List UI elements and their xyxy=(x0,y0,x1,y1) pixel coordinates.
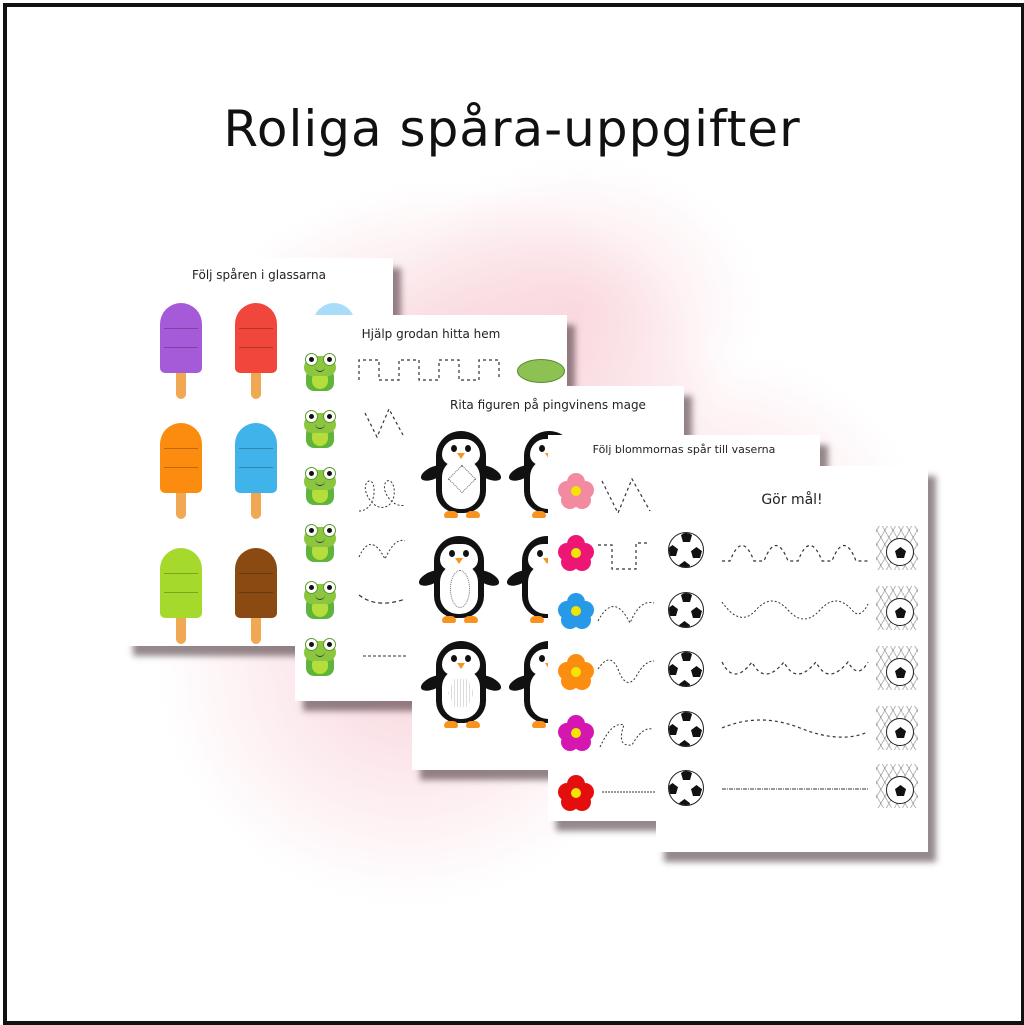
straight-trace-path xyxy=(722,788,868,790)
frog-icon xyxy=(303,410,337,448)
worksheet-title: Följ blommornas spår till vaserna xyxy=(592,443,776,456)
square-wave-trace-path xyxy=(598,542,648,570)
soccer-ball-icon xyxy=(668,532,704,568)
goal-ball-icon xyxy=(886,538,914,566)
magenta-flower-icon xyxy=(558,535,594,571)
soccer-ball-icon xyxy=(668,770,704,806)
frog-icon xyxy=(303,581,337,619)
arches-trace-path xyxy=(358,539,406,561)
straight-trace-path xyxy=(602,791,656,793)
humps-trace-path xyxy=(722,544,868,562)
penguin-icon xyxy=(416,536,502,626)
orange-popsicle-icon xyxy=(160,423,202,519)
page-title: Roliga spåra-uppgifter xyxy=(223,100,801,158)
scallops-trace-path xyxy=(721,660,869,675)
square-wave-trace-path xyxy=(358,359,500,381)
worksheet-title: Gör mål! xyxy=(761,492,823,508)
gentle-curve-trace-path xyxy=(721,719,869,738)
frog-icon xyxy=(303,524,337,562)
goal-ball-icon xyxy=(886,598,914,626)
lime-popsicle-icon xyxy=(160,548,202,644)
worksheet-title: Följ spåren i glassarna xyxy=(192,268,326,282)
brown-popsicle-icon xyxy=(235,548,277,644)
frog-icon xyxy=(303,638,337,676)
frog-icon xyxy=(303,353,337,391)
red-popsicle-icon xyxy=(235,303,277,399)
purple-popsicle-icon xyxy=(160,303,202,399)
wave-loop-trace-path xyxy=(599,723,653,748)
blue-flower-icon xyxy=(558,593,594,629)
worksheet-title: Rita figuren på pingvinens mage xyxy=(450,398,646,412)
s-curve-trace-path xyxy=(597,659,655,683)
blue-popsicle-icon xyxy=(235,423,277,519)
soccer-ball-icon xyxy=(668,592,704,628)
worksheet-soccer: Gör mål! xyxy=(656,466,928,852)
worksheet-title: Hjälp grodan hitta hem xyxy=(361,327,501,341)
wave-trace-path xyxy=(721,600,869,620)
frog-icon xyxy=(303,467,337,505)
red-flower-icon xyxy=(558,775,594,811)
zigzag-trace-path xyxy=(601,477,651,515)
oval-shape xyxy=(450,570,470,608)
hexagon-shape xyxy=(448,679,474,707)
goal-ball-icon xyxy=(886,658,914,686)
soccer-ball-icon xyxy=(668,711,704,747)
penguin-icon xyxy=(418,641,504,731)
straight-trace-path xyxy=(363,655,407,657)
goal-ball-icon xyxy=(886,776,914,804)
purple-flower-icon xyxy=(558,715,594,751)
soccer-ball-icon xyxy=(668,651,704,687)
arches-trace-path xyxy=(597,601,655,625)
zigzag-trace-path xyxy=(364,407,404,439)
goal-ball-icon xyxy=(886,718,914,746)
orange-flower-icon xyxy=(558,654,594,690)
lily-pad-icon xyxy=(517,359,565,383)
pink-flower-icon xyxy=(558,473,594,509)
wave-trace-path xyxy=(358,594,406,604)
loops-trace-path xyxy=(358,480,406,512)
penguin-icon xyxy=(418,431,504,521)
